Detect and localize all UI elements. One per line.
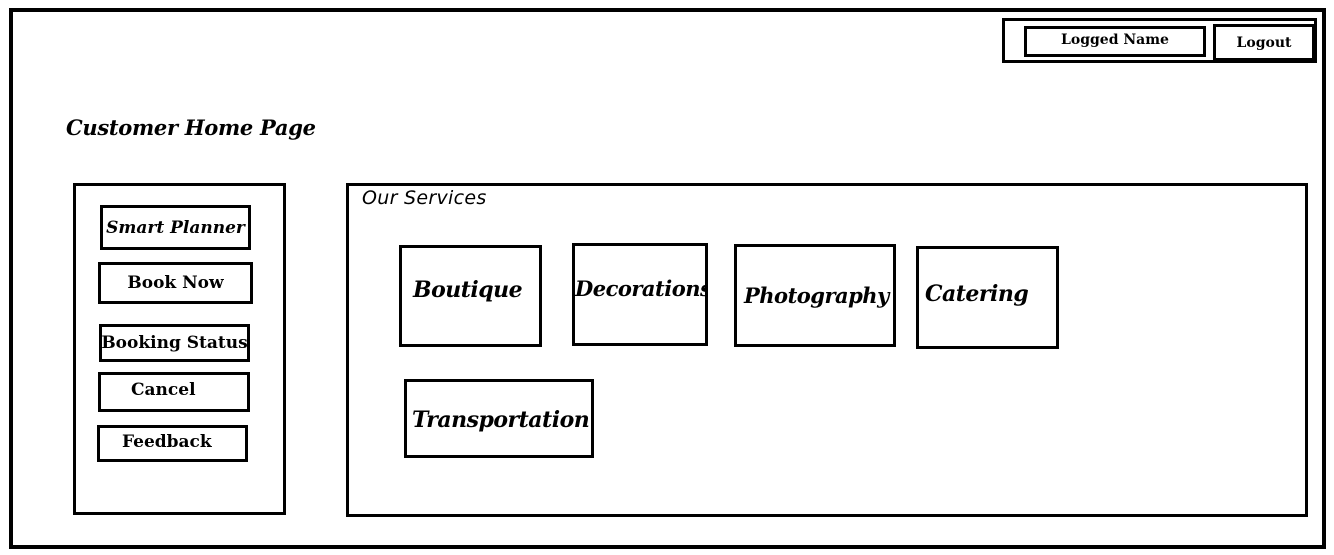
book-now-button[interactable]: Book Now [98, 262, 253, 304]
feedback-button[interactable]: Feedback [97, 425, 248, 462]
service-tile-decorations[interactable]: Decorations [572, 243, 708, 346]
service-tile-catering[interactable]: Catering [916, 246, 1059, 349]
cancel-button[interactable]: Cancel [98, 372, 250, 412]
service-tile-boutique[interactable]: Boutique [399, 245, 542, 347]
header-user-bar [1002, 18, 1317, 63]
service-tile-photography[interactable]: Photography [734, 244, 896, 347]
page-frame [9, 8, 1326, 549]
sidebar [73, 183, 286, 515]
booking-status-button[interactable]: Booking Status [99, 324, 250, 362]
services-title: Our Services [362, 187, 487, 209]
logout-button[interactable]: Logout [1213, 24, 1315, 61]
logged-name-button[interactable]: Logged Name [1024, 26, 1206, 57]
services-panel [346, 183, 1308, 517]
page-title: Customer Home Page [66, 115, 316, 140]
service-tile-transportation[interactable]: Transportation [404, 379, 594, 458]
smart-planner-button[interactable]: Smart Planner [100, 205, 251, 250]
